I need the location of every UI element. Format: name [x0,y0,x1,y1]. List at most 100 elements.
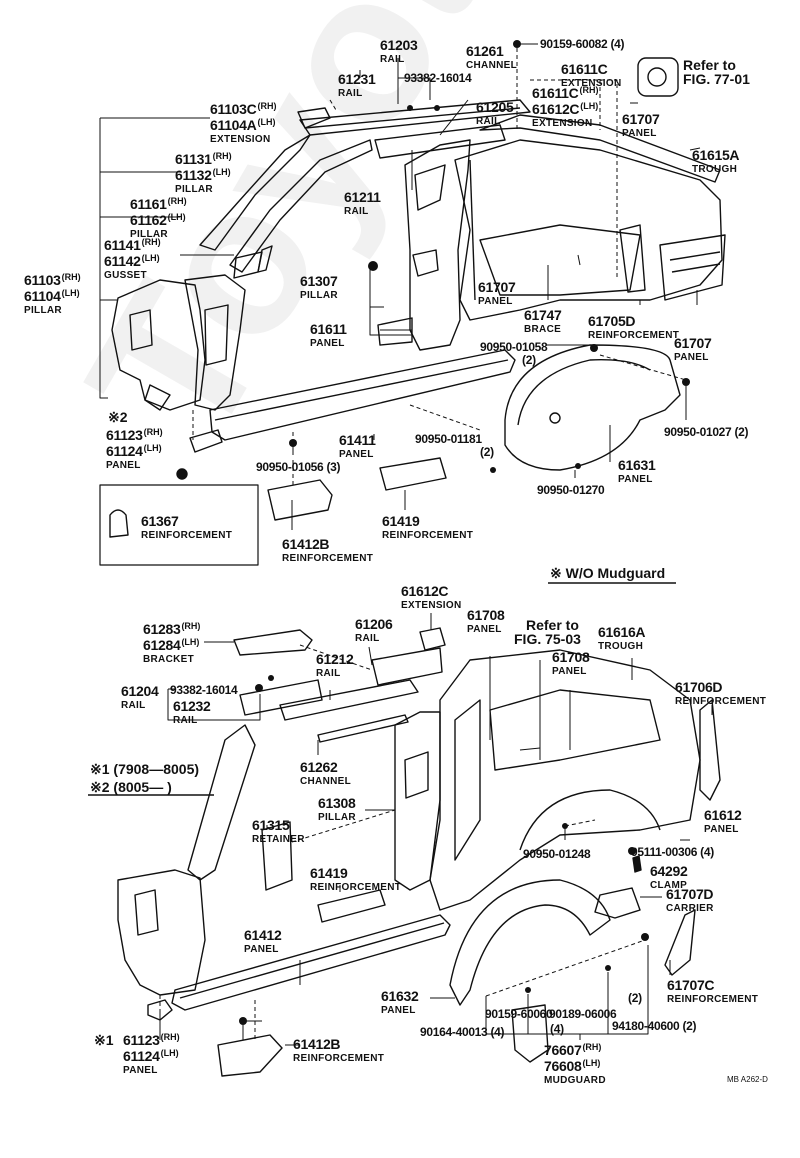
label-61161-61162: 61161(RH) 61162(LH) PILLAR [130,196,187,240]
fastener-90950-01248: 90950-01248 [523,847,591,861]
fastener-90159-60060: 90159-60060 [485,1007,553,1021]
label-61231: 61231 RAIL [338,71,376,99]
label-61707-lower: 61707 PANEL [674,335,712,363]
label-61205: 61205 RAIL [476,99,514,127]
label-61612-lower: 61612 PANEL [704,807,742,835]
fastener-90950-01027: 90950-01027 (2) [664,425,749,439]
center-pillar-upper [377,139,471,351]
label-61705d: 61705D REINFORCEMENT [588,313,680,341]
figure-code: MB A262-D [727,1075,768,1084]
label-61611c-extension: 61611C EXTENSION [561,61,622,89]
label-61131-61132: 61131(RH) 61132(LH) PILLAR [175,151,232,195]
label-61203: 61203 RAIL [380,37,418,65]
label-61123-61124-lower: 61123(RH) 61124(LH) PANEL [123,1032,180,1076]
center-pillar-lower [394,711,441,891]
carrier-61707d-shape [594,887,641,919]
label-61707-top: 61707 PANEL [622,111,660,139]
reinforcement-61412b-lower-shape [217,1034,283,1077]
label-61707c: 61707C REINFORCEMENT [667,977,759,1005]
fastener-90189-06006-qty: (2) [628,991,642,1005]
fastener-90189-06006: 90189-06006 [549,1007,617,1021]
label-61632: 61632 PANEL [381,988,419,1016]
label-61611c-61612c: 61611C(RH) 61612C(LH) EXTENSION [532,85,599,129]
fastener-94180-40600: 94180-40600 (2) [612,1019,697,1033]
fastener-90950-01058-qty: (2) [522,353,536,367]
roof-rail-lower [239,647,443,743]
inset-box-61367 [99,484,259,566]
label-61367: 61367 REINFORCEMENT [141,513,233,541]
fastener-90164-40013: 90164-40013 (4) [420,1025,505,1039]
label-61261: 61261 CHANNEL [466,43,517,71]
label-61707d: 61707D CARRIER [666,886,714,914]
label-61612c-lower: 61612C EXTENSION [401,583,462,611]
label-61611: 61611 PANEL [310,321,347,349]
gusset-shape [233,251,263,279]
mark-2: ※2 [108,409,128,425]
reference-fig-77-01: Refer to FIG. 77-01 [683,57,750,87]
wheelhouse-lower [449,879,611,1006]
label-61708-left: 61708 PANEL [467,607,505,635]
label-61141-61142: 61141(RH) 61142(LH) GUSSET [104,237,161,281]
label-61204: 61204 RAIL [121,683,159,711]
label-61411: 61411 PANEL [339,432,376,460]
label-61307: 61307 PILLAR [300,273,338,301]
label-76607-76608: 76607(RH) 76608(LH) MUDGUARD [544,1042,606,1086]
reinforcement-61419-lower-shape [317,889,386,923]
rocker-panel-lower [171,914,451,1011]
legend-mark-2: ※2 (8005— ) [90,779,172,795]
label-61206: 61206 RAIL [355,616,393,644]
reinforcement-61707c-shape [664,909,696,976]
label-61232: 61232 RAIL [173,698,211,726]
fastener-90159-60082: 90159-60082 (4) [540,37,625,51]
note-without-mudguard: ※ W/O Mudguard [550,565,666,581]
front-pillar-lower [111,274,246,411]
reinforcement-61367-shape [109,509,129,538]
label-64292: 64292 CLAMP [650,863,688,891]
label-61283-61284: 61283(RH) 61284(LH) BRACKET [143,621,201,665]
fastener-93382-16014-upper: 93382-16014 [404,71,472,85]
label-61308: 61308 PILLAR [318,795,356,823]
front-pillar-upper [199,107,373,273]
fastener-93382-16014-lower: 93382-16014 [170,683,238,697]
retainer-61315-shape [261,821,293,891]
fastener-90950-01181: 90950-01181 [415,432,482,446]
quarter-panel-lower [429,649,701,911]
mark-1: ※1 [94,1032,114,1048]
label-61211: 61211 RAIL [344,189,381,217]
label-61747: 61747 BRACE [524,307,562,335]
label-61419-lower: 61419 REINFORCEMENT [310,865,402,893]
bracket-lower [233,629,313,656]
label-61706d: 61706D REINFORCEMENT [675,679,767,707]
fastener-95111-00306: 95111-00306 (4) [631,845,714,859]
front-pillar-lower-assembly [117,724,256,1021]
label-61212: 61212 RAIL [316,651,354,679]
label-61708-right: 61708 PANEL [552,649,590,677]
fastener-90950-01058: 90950-01058 [480,340,548,354]
fastener-90950-01181-qty: (2) [480,445,494,459]
label-61631: 61631 PANEL [618,457,656,485]
label-61707-mid: 61707 PANEL [478,279,516,307]
fastener-90950-01056-upper: 90950-01056 (3) [256,460,341,474]
reinforcement-61412b-upper [267,479,333,521]
wheelhouse-upper [504,344,681,471]
fastener-90159-60060-qty: (4) [550,1022,564,1036]
label-61412: 61412 PANEL [244,927,282,955]
fuel-lid [637,57,679,97]
legend-mark-1: ※1 (7908—8005) [90,761,200,777]
label-61103c-61104a: 61103C(RH) 61104A(LH) EXTENSION [210,101,277,145]
rocker-panel-upper [189,349,516,453]
fastener-90950-01270: 90950-01270 [537,483,605,497]
clamp-64292-shape [632,855,642,873]
label-61315: 61315 RETAINER [252,817,305,845]
label-61616a: 61616A TROUGH [598,624,646,652]
label-61419-upper: 61419 REINFORCEMENT [382,513,474,541]
label-61262: 61262 CHANNEL [300,759,351,787]
label-61123-61124-upper: 61123(RH) 61124(LH) PANEL [106,427,163,471]
label-61412b-lower: 61412B REINFORCEMENT [293,1036,385,1064]
reinforcement-61419-upper [379,457,447,491]
extension-61612c-lower-shape [419,627,446,651]
reinforcement-61706d-shape [699,699,721,801]
roof-rail-upper [299,99,721,183]
